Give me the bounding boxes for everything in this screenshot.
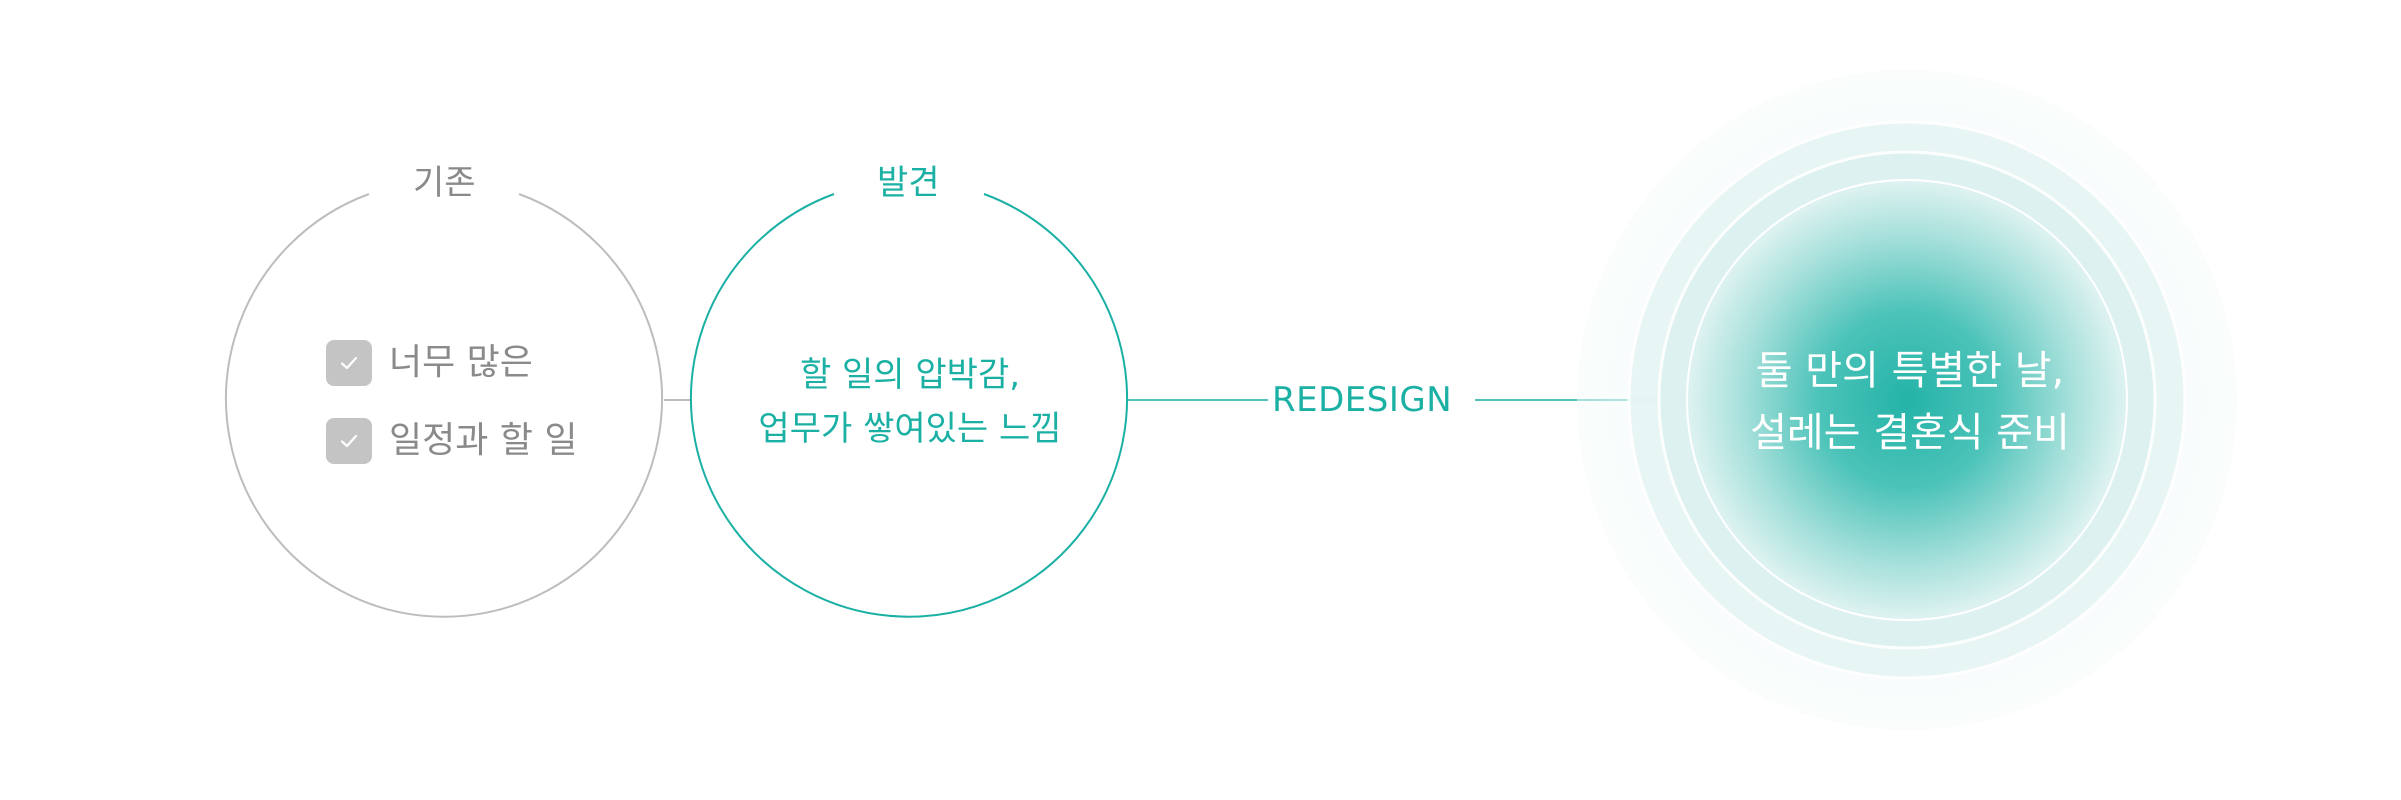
result-description: 둘 만의 특별한 날, 설레는 결혼식 준비 [1700, 340, 2120, 464]
discovery-line: 할 일의 압박감, [799, 355, 1021, 395]
existing-item-label: 일정과 할 일 [389, 420, 578, 461]
redesign-label: REDESIGN [1272, 380, 1453, 420]
result-glow-core [1686, 179, 2128, 621]
discovery-circle [690, 193, 1128, 618]
discovery-description: 할 일의 압박감, 업무가 쌓여있는 느낌 [690, 348, 1130, 456]
checkbox-checked-icon [326, 340, 372, 386]
existing-item-label: 너무 많은 [389, 342, 533, 383]
existing-circle [225, 193, 663, 618]
existing-title: 기존 [413, 163, 476, 203]
result-line: 설레는 결혼식 준비 [1750, 410, 2070, 456]
checkbox-checked-icon [326, 418, 372, 464]
discovery-title: 발견 [877, 163, 940, 203]
existing-item-1: 너무 많은 [326, 340, 533, 386]
existing-item-2: 일정과 할 일 [326, 418, 578, 464]
result-line: 둘 만의 특별한 날, [1755, 348, 2065, 394]
discovery-line: 업무가 쌓여있는 느낌 [758, 409, 1062, 449]
